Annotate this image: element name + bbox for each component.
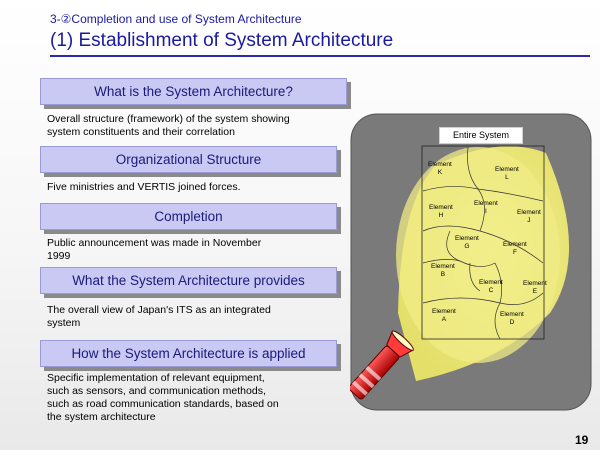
section-text-organizational-structure: Five ministries and VERTIS joined forces… — [47, 181, 241, 193]
beam-spot — [396, 147, 560, 363]
flashlight-icon — [350, 330, 414, 400]
system-architecture-diagram — [350, 113, 592, 411]
section-heading-how-applied: How the System Architecture is applied — [40, 340, 337, 367]
section-heading-completion: Completion — [40, 203, 337, 230]
section-text-what-is: Overall structure (framework) of the sys… — [47, 113, 290, 138]
section-text-completion: Public announcement was made in November… — [47, 237, 262, 262]
entire-system-label: Entire System — [439, 127, 523, 144]
section-text-how-applied: Specific implementation of relevant equi… — [47, 372, 279, 423]
slide-title: (1) Establishment of System Architecture — [50, 30, 394, 51]
element-boundaries — [422, 146, 544, 340]
entire-system-box — [421, 145, 545, 340]
diagram-graphic — [350, 113, 592, 411]
slide-subtitle: 3-②Completion and use of System Architec… — [50, 12, 302, 26]
page-number: 19 — [575, 433, 589, 447]
section-text-what-provides: The overall view of Japan's ITS as an in… — [47, 304, 271, 329]
section-heading-organizational-structure: Organizational Structure — [40, 146, 337, 173]
title-underline — [50, 55, 590, 57]
section-heading-what-is: What is the System Architecture? — [40, 78, 347, 105]
section-heading-what-provides: What the System Architecture provides — [40, 267, 337, 294]
